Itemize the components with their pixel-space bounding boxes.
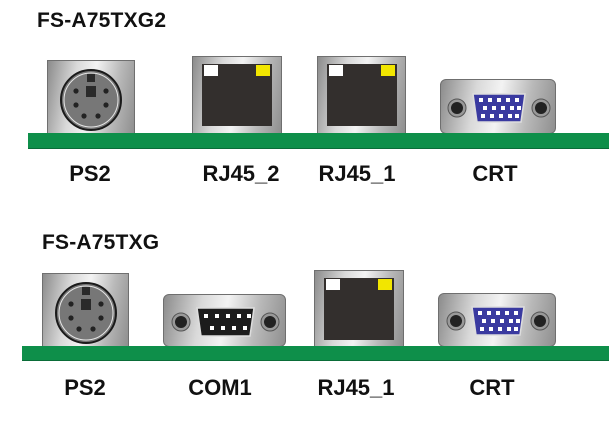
vga-connector [438,293,556,347]
connector-label: RJ45_2 [202,161,280,186]
ps2-port-icon [55,282,117,344]
connector-label: PS2 [64,375,106,400]
connector-label: RJ45_1 [317,375,395,400]
serial-port-icon [171,307,280,337]
panel-title: FS-A75TXG [42,231,160,254]
ps2-connector [47,60,135,134]
connector-label: RJ45_1 [318,161,396,186]
vga-port-icon [447,93,551,123]
panel-title: FS-A75TXG2 [37,9,167,32]
connector-label: COM1 [188,375,252,400]
activity-led-icon [256,65,270,76]
activity-led-icon [378,279,392,290]
rj45-connector [192,56,282,134]
vga-port-icon [446,306,550,336]
pcb-board [22,346,609,361]
vga-connector [440,79,556,134]
connector-label: CRT [472,161,518,186]
connector-label: CRT [469,375,515,400]
link-led-icon [326,279,340,290]
connector-label: PS2 [69,161,111,186]
link-led-icon [204,65,218,76]
link-led-icon [329,65,343,76]
pcb-board [28,133,609,149]
ps2-port-icon [60,69,122,131]
rj45-connector [314,270,404,347]
activity-led-icon [381,65,395,76]
ps2-connector [42,273,129,347]
rj45-connector [317,56,406,134]
serial-connector [163,294,286,347]
